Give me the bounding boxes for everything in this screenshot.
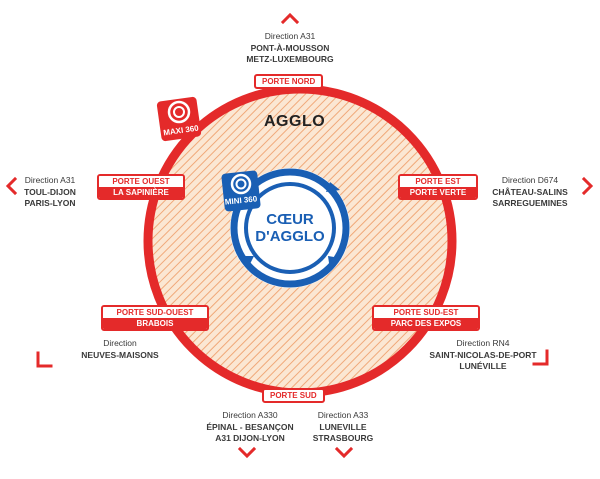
porte-sud-ouest: PORTE SUD-OUEST BRABOIS <box>101 305 209 331</box>
direction-southeast-route: Direction RN4 <box>456 338 510 348</box>
direction-south-2-city1: LUNEVILLE <box>319 421 367 432</box>
porte-sud-est-name: PORTE SUD-EST <box>374 307 478 318</box>
direction-west: Direction A31 TOUL-DIJON PARIS-LYON <box>18 175 82 210</box>
direction-east-city2: SARREGUEMINES <box>492 198 568 208</box>
direction-south-1-route: Direction A330 <box>222 410 278 420</box>
chevron-down-icon <box>237 446 257 459</box>
porte-sud-ouest-place: BRABOIS <box>103 318 207 329</box>
porte-sud: PORTE SUD <box>262 388 325 403</box>
direction-east-route: Direction D674 <box>501 175 559 185</box>
chevron-down-icon-2 <box>334 446 354 459</box>
direction-southeast-city2: LUNÉVILLE <box>459 361 507 371</box>
direction-arrows <box>5 12 594 459</box>
porte-ouest-name: PORTE OUEST <box>99 176 183 187</box>
direction-east: Direction D674 CHÂTEAU-SALINS SARREGUEMI… <box>482 175 578 210</box>
direction-southeast-city1: SAINT-NICOLAS-DE-PORT <box>429 349 537 360</box>
agglo-label: AGGLO <box>264 113 326 130</box>
maxi-360-badge <box>156 96 202 142</box>
porte-nord: PORTE NORD <box>254 74 324 89</box>
direction-southwest-city1: NEUVES-MAISONS <box>81 349 159 360</box>
porte-sud-ouest-name: PORTE SUD-OUEST <box>103 307 207 318</box>
porte-est: PORTE EST PORTE VERTE <box>398 174 478 200</box>
coeur-line1: CŒUR <box>266 211 314 228</box>
mini-360-ring <box>230 168 350 288</box>
direction-southwest: Direction NEUVES-MAISONS <box>74 338 166 361</box>
direction-south-1: Direction A330 ÉPINAL - BESANÇON A31 DIJ… <box>205 410 295 445</box>
porte-sud-est-place: PARC DES EXPOS <box>374 318 478 329</box>
direction-southwest-route: Direction <box>103 338 137 348</box>
direction-south-2-city2: STRASBOURG <box>312 433 374 443</box>
direction-south-1-city2: A31 DIJON-LYON <box>215 433 285 443</box>
chevron-up-icon <box>280 12 300 25</box>
direction-west-city1: TOUL-DIJON <box>24 186 76 197</box>
coeur-line2: D'AGGLO <box>255 228 325 245</box>
mini-360-badge <box>221 170 261 212</box>
direction-north: Direction A31 PONT-À-MOUSSON METZ-LUXEMB… <box>235 31 345 66</box>
direction-east-city1: CHÂTEAU-SALINS <box>492 186 568 197</box>
mini-360-arrows <box>240 182 340 270</box>
direction-southeast: Direction RN4 SAINT-NICOLAS-DE-PORT LUNÉ… <box>423 338 543 373</box>
direction-west-route: Direction A31 <box>24 175 76 185</box>
direction-south-2: Direction A33 LUNEVILLE STRASBOURG <box>302 410 384 445</box>
porte-est-name: PORTE EST <box>400 176 476 187</box>
porte-ouest: PORTE OUEST LA SAPINIÈRE <box>97 174 185 200</box>
direction-north-city2: METZ-LUXEMBOURG <box>246 54 334 64</box>
chevron-right-icon <box>581 176 594 196</box>
coeur-label: CŒUR D'AGGLO <box>252 211 328 245</box>
porte-est-place: PORTE VERTE <box>400 187 476 198</box>
chevron-left-icon <box>5 176 18 196</box>
porte-sud-est: PORTE SUD-EST PARC DES EXPOS <box>372 305 480 331</box>
direction-north-route: Direction A31 <box>264 31 316 41</box>
direction-west-city2: PARIS-LYON <box>24 198 76 208</box>
chevron-down-right-icon <box>532 349 549 366</box>
direction-south-2-route: Direction A33 <box>317 410 369 420</box>
porte-ouest-place: LA SAPINIÈRE <box>99 187 183 198</box>
chevron-down-left-icon <box>36 351 53 368</box>
direction-north-city1: PONT-À-MOUSSON <box>250 42 330 53</box>
direction-south-1-city1: ÉPINAL - BESANÇON <box>206 421 294 432</box>
